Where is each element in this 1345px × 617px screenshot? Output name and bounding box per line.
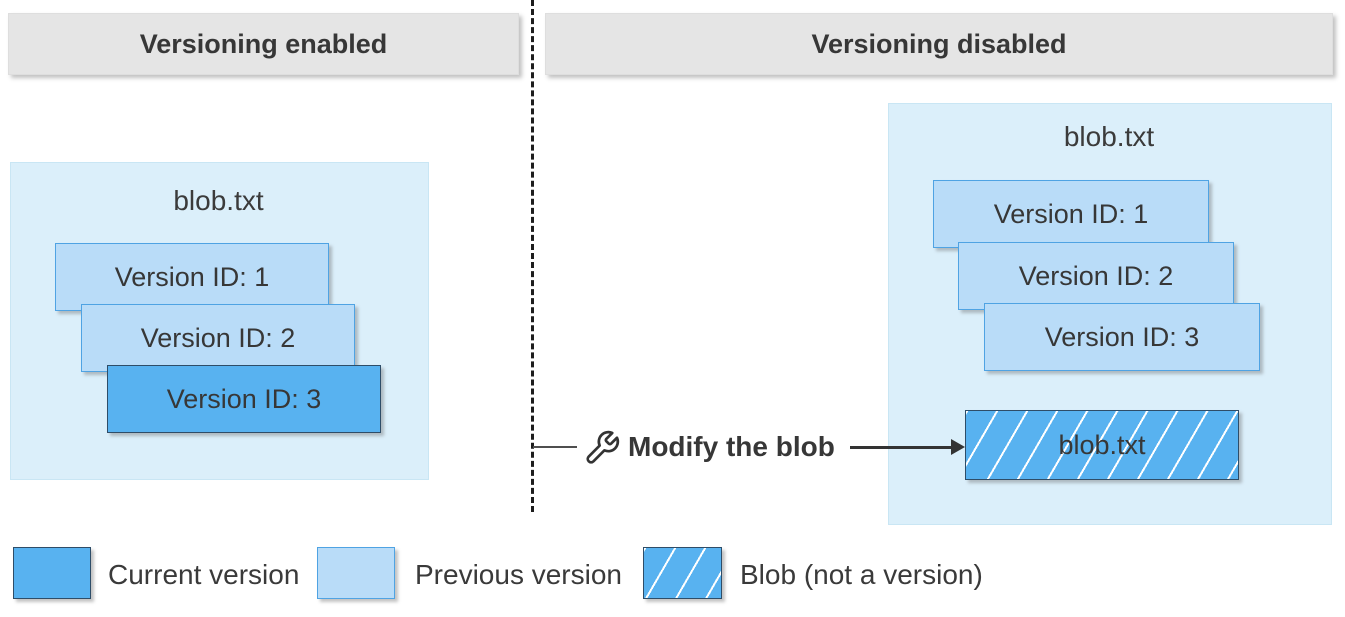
wrench-icon [583, 428, 621, 468]
right-version-box-3: Version ID: 3 [984, 303, 1260, 371]
dashed-divider-line [531, 0, 534, 512]
version-label: Version ID: 1 [993, 198, 1149, 229]
legend-swatch-previous-version [317, 547, 395, 599]
right-blob-title: blob.txt [1063, 121, 1155, 152]
left-version-box-1: Version ID: 1 [55, 243, 329, 311]
header-versioning-enabled-label: Versioning enabled [139, 28, 388, 59]
header-versioning-enabled: Versioning enabled [8, 13, 519, 75]
connector-stub-line [533, 446, 577, 448]
legend-label-previous-version: Previous version [415, 559, 622, 590]
header-versioning-disabled: Versioning disabled [545, 13, 1333, 75]
arrow-line [850, 446, 953, 449]
arrow-head [951, 439, 965, 455]
legend-label-current-version: Current version [108, 559, 300, 590]
blob-not-a-version-box: blob.txt [965, 410, 1239, 480]
right-version-box-1: Version ID: 1 [933, 180, 1209, 248]
modify-the-blob-label: Modify the blob [628, 431, 835, 462]
legend-swatch-current-version [13, 547, 91, 599]
version-label: Version ID: 2 [1018, 260, 1174, 291]
left-version-box-2: Version ID: 2 [81, 304, 355, 372]
version-label: Version ID: 3 [1044, 321, 1200, 352]
version-label: Version ID: 1 [114, 261, 270, 292]
legend-swatch-blob-not-a-version [643, 547, 722, 599]
right-version-box-2: Version ID: 2 [958, 242, 1234, 310]
blob-label: blob.txt [1058, 429, 1146, 460]
header-versioning-disabled-label: Versioning disabled [811, 28, 1067, 59]
left-blob-title: blob.txt [173, 185, 264, 216]
version-label: Version ID: 2 [140, 322, 296, 353]
version-label: Version ID: 3 [166, 383, 322, 414]
left-version-box-3-current: Version ID: 3 [107, 365, 381, 433]
legend-label-blob-not-a-version: Blob (not a version) [740, 559, 983, 590]
